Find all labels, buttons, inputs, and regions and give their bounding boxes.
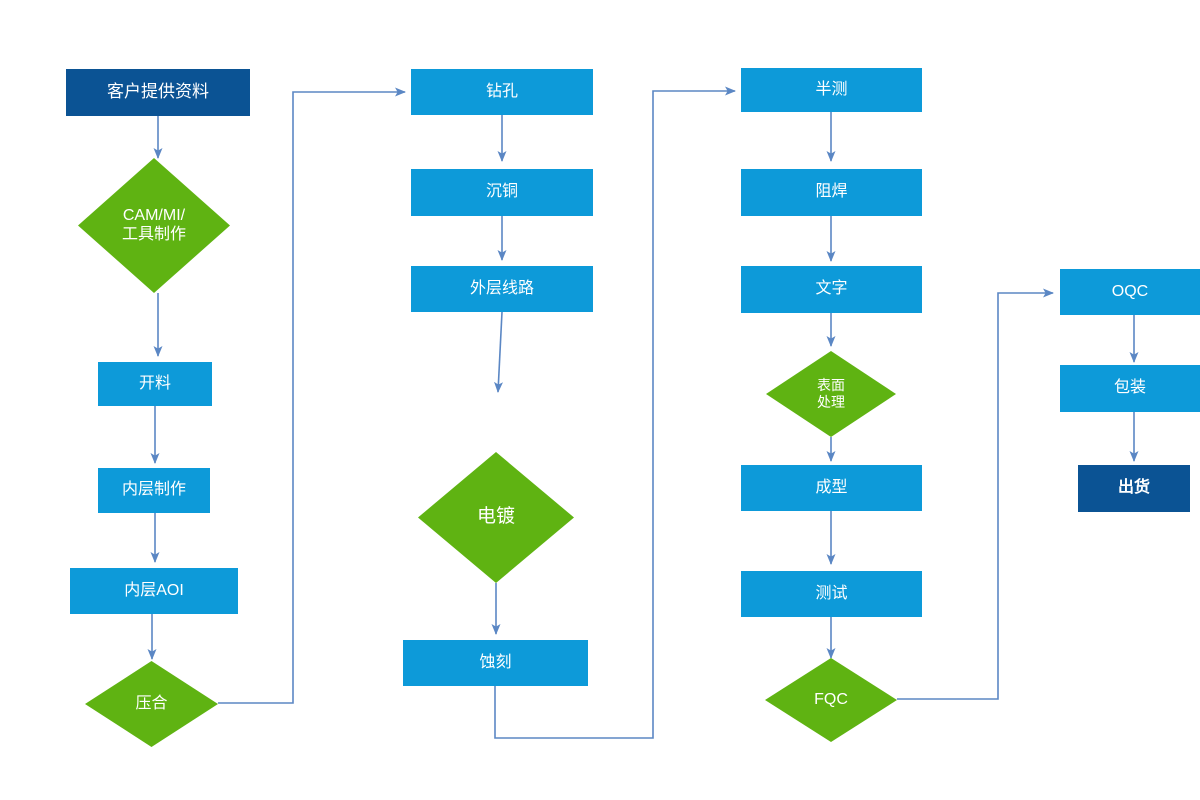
node-packaging[interactable]: 包装 [1060, 365, 1200, 412]
node-label: 压合 [135, 694, 168, 712]
edge-n6-n7 [218, 87, 406, 704]
node-half-test[interactable]: 半测 [741, 68, 922, 112]
node-label: FQC [814, 690, 848, 708]
node-label: 蚀刻 [479, 653, 512, 671]
node-label: 文字 [815, 280, 848, 298]
node-label: 表面 处理 [817, 377, 845, 410]
node-label: 内层制作 [121, 481, 186, 499]
node-lamination[interactable]: 压合 [85, 661, 218, 747]
node-label: OQC [1111, 282, 1149, 300]
node-cutting[interactable]: 开料 [98, 362, 212, 406]
node-label: 电镀 [476, 506, 515, 528]
node-fqc[interactable]: FQC [765, 658, 897, 742]
node-electroless-copper[interactable]: 沉铜 [411, 169, 593, 216]
node-surface-finish[interactable]: 表面 处理 [766, 351, 896, 437]
node-outer-layer-circuit[interactable]: 外层线路 [411, 266, 593, 312]
node-solder-mask[interactable]: 阻焊 [741, 169, 922, 216]
node-cam-mi-tooling[interactable]: CAM/MI/ 工具制作 [78, 158, 230, 293]
node-label: 测试 [815, 584, 848, 602]
node-drilling[interactable]: 钻孔 [411, 69, 593, 115]
node-inner-layer-aoi[interactable]: 内层AOI [70, 568, 238, 614]
node-customer-data[interactable]: 客户提供资料 [66, 69, 250, 116]
node-label: 钻孔 [485, 82, 518, 100]
node-legend-printing[interactable]: 文字 [741, 266, 922, 313]
node-label: 半测 [815, 80, 848, 98]
node-label: 客户提供资料 [107, 82, 209, 102]
node-oqc[interactable]: OQC [1060, 269, 1200, 315]
node-electroplating[interactable]: 电镀 [418, 452, 574, 583]
node-label: 包装 [1113, 379, 1146, 397]
node-label: 阻焊 [815, 183, 848, 201]
node-label: 沉铜 [485, 183, 518, 201]
node-etching[interactable]: 蚀刻 [403, 640, 588, 686]
node-shipment[interactable]: 出货 [1078, 465, 1190, 512]
edge-n9-n10 [494, 311, 503, 393]
node-label: 出货 [1117, 479, 1150, 497]
node-label: 成型 [815, 478, 848, 496]
node-label: CAM/MI/ 工具制作 [121, 206, 186, 243]
node-inner-layer-fabrication[interactable]: 内层制作 [98, 468, 210, 513]
node-profiling[interactable]: 成型 [741, 465, 922, 511]
node-label: 开料 [138, 374, 171, 392]
node-label: 外层线路 [469, 279, 534, 297]
node-testing[interactable]: 测试 [741, 571, 922, 617]
node-label: 内层AOI [124, 581, 184, 599]
